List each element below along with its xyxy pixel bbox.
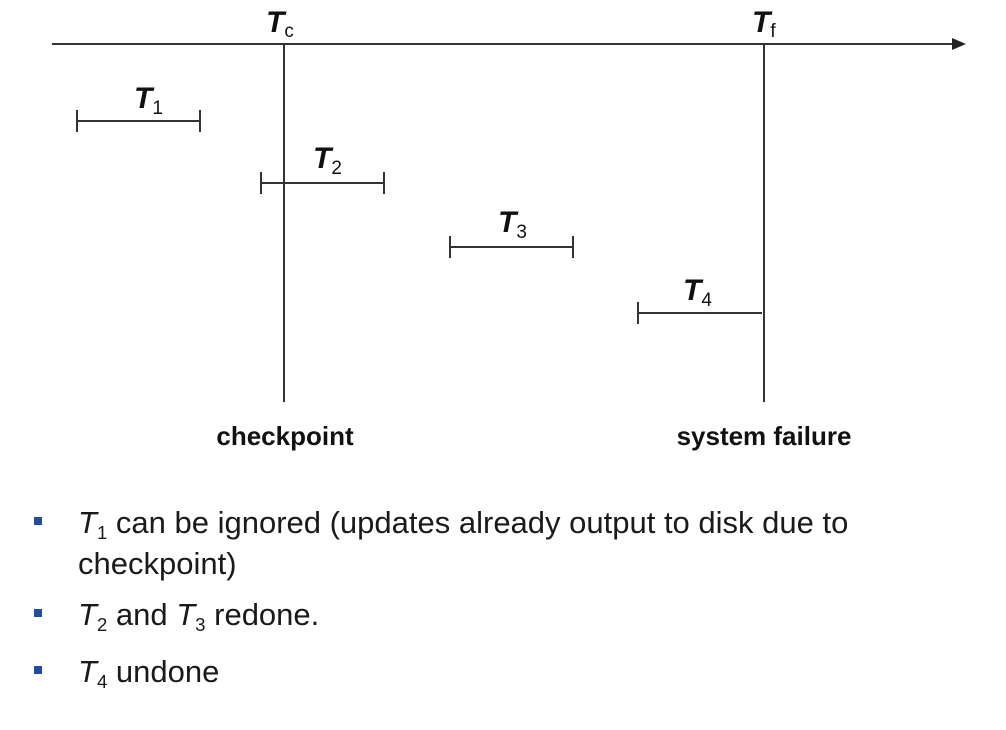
square-bullet-icon [34,517,42,525]
bullet-t2-t3-redone: T2 and T3 redone. [34,596,994,637]
bullet-t4-text: undone [107,654,220,689]
t3-variable: T3 [176,597,206,635]
t4-variable: T4 [78,654,108,692]
t4-label: T4 [683,274,712,311]
bullet-t4-undone: T4 undone [34,653,994,694]
time-axis-arrowhead [952,38,966,50]
recovery-timeline-diagram: Tc Tf T1 T2 T3 T4 checkpoint system fail… [52,6,966,451]
t1-variable: T1 [78,505,108,543]
bullet-t1-text: can be ignored (updates already output t… [78,505,849,581]
tc-label: Tc [266,6,294,42]
transaction-t2: T2 [260,142,385,194]
t2-label: T2 [313,142,342,179]
t3-label: T3 [498,206,527,243]
system-failure-caption: system failure [677,421,852,451]
checkpoint-caption: checkpoint [216,421,354,451]
tf-label: Tf [752,6,776,42]
square-bullet-icon [34,666,42,674]
transaction-t1: T1 [76,82,201,132]
transaction-t4: T4 [637,274,762,324]
transaction-t3: T3 [449,206,574,258]
t1-label: T1 [134,82,163,119]
bullet-t2-t3-text: redone. [205,597,320,632]
bullet-list: T1 can be ignored (updates already outpu… [34,504,994,710]
bullet-t1-ignored: T1 can be ignored (updates already outpu… [34,504,994,582]
t2-variable: T2 [78,597,108,635]
square-bullet-icon [34,609,42,617]
